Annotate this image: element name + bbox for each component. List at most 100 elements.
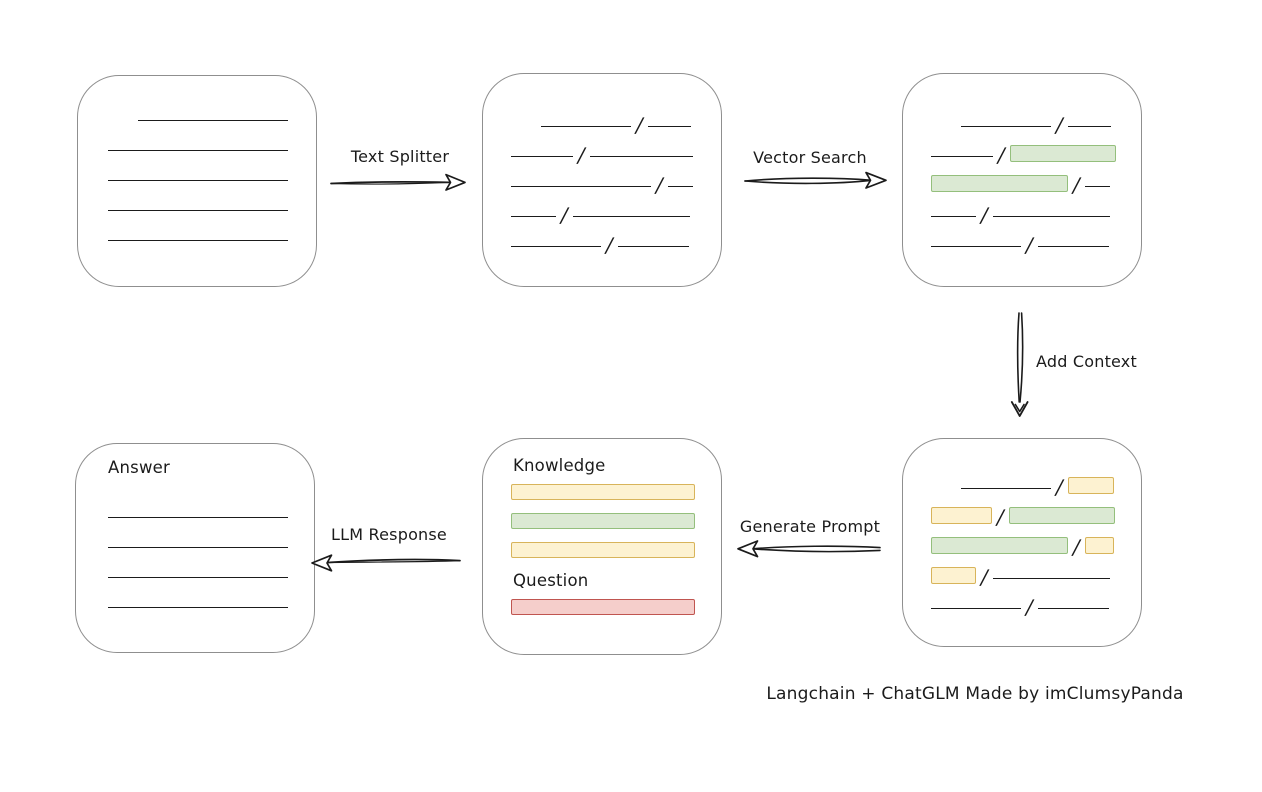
- slash-separator: /: [1053, 113, 1066, 137]
- chunk-row: [108, 97, 316, 127]
- answer-content: Answer: [76, 444, 314, 614]
- document-lines: [78, 76, 316, 247]
- generate-prompt-label: Generate Prompt: [739, 517, 881, 536]
- text-line: [108, 607, 288, 608]
- text-line: [138, 120, 288, 121]
- highlight-chip-green: [1009, 145, 1116, 162]
- text-line: [931, 216, 976, 217]
- highlight-chip-green: [931, 175, 1068, 192]
- answer-label: Answer: [108, 458, 170, 477]
- text-line: [108, 577, 288, 578]
- split-chunk-lines: /////: [483, 74, 721, 257]
- chunk-row: [108, 187, 316, 217]
- diagram-caption: Langchain + ChatGLM Made by imClumsyPand…: [766, 684, 1184, 704]
- highlight-chip-yellow: [931, 567, 976, 584]
- chunk-row: /: [511, 133, 721, 167]
- text-line: [108, 240, 288, 241]
- text-line: [931, 608, 1021, 609]
- slash-separator: /: [1053, 475, 1066, 499]
- text-line: [108, 547, 288, 548]
- slash-separator: /: [995, 143, 1008, 167]
- slash-separator: /: [603, 233, 616, 257]
- text-line: [541, 126, 631, 127]
- chunk-row: /: [511, 223, 721, 257]
- prompt-chip-red: [511, 599, 695, 615]
- chunk-row: /: [931, 495, 1141, 529]
- highlight-chip-yellow: [1084, 537, 1114, 554]
- highlight-chip-yellow: [931, 507, 992, 524]
- llm-response-label: LLM Response: [331, 525, 447, 544]
- text-line: [108, 150, 288, 151]
- chunk-row: /: [511, 103, 721, 137]
- chunk-row: [108, 554, 314, 584]
- chunk-row: /: [931, 163, 1141, 197]
- chunk-row: [108, 584, 314, 614]
- add-context-arrow: [1010, 312, 1029, 417]
- text-line: [667, 186, 693, 187]
- chunk-row: /: [511, 163, 721, 197]
- vector-search-label: Vector Search: [753, 148, 867, 167]
- chunk-row: /: [511, 193, 721, 227]
- text-line: [572, 216, 690, 217]
- context-chunk-lines: /////: [903, 439, 1141, 619]
- slash-separator: /: [1070, 535, 1083, 559]
- text-line: [589, 156, 693, 157]
- text-line: [617, 246, 689, 247]
- chunk-row: /: [931, 555, 1141, 589]
- text-line: [1084, 186, 1110, 187]
- context-chunks-box: /////: [902, 438, 1142, 647]
- text-line: [108, 517, 288, 518]
- generate-prompt-arrow: [737, 540, 881, 558]
- text-line: [1037, 608, 1109, 609]
- text-line: [647, 126, 691, 127]
- chunk-row: /: [931, 193, 1141, 227]
- slash-separator: /: [978, 565, 991, 589]
- slash-separator: /: [575, 143, 588, 167]
- vector-matches-box: /////: [902, 73, 1142, 287]
- chunk-row: /: [931, 525, 1141, 559]
- chunk-row: [108, 217, 316, 247]
- text-line: [961, 126, 1051, 127]
- text-line: [108, 180, 288, 181]
- chunk-row: [108, 157, 316, 187]
- knowledge-label: Knowledge: [513, 456, 606, 475]
- prompt-chip-yellow: [511, 542, 695, 558]
- slash-separator: /: [1023, 595, 1036, 619]
- chunk-row: [108, 524, 314, 554]
- source-document-box: [77, 75, 317, 287]
- text-line: [1037, 246, 1109, 247]
- chunk-row: [108, 127, 316, 157]
- slash-separator: /: [558, 203, 571, 227]
- text-splitter-label: Text Splitter: [350, 147, 450, 166]
- slash-separator: /: [1023, 233, 1036, 257]
- chunk-row: [108, 494, 314, 524]
- slash-separator: /: [633, 113, 646, 137]
- add-context-label: Add Context: [1036, 352, 1137, 371]
- slash-separator: /: [978, 203, 991, 227]
- text-line: [1067, 126, 1111, 127]
- answer-lines: [108, 494, 314, 614]
- prompt-chip-yellow: [511, 484, 695, 500]
- prompt-chip-green: [511, 513, 695, 529]
- text-line: [511, 156, 573, 157]
- llm-response-arrow: [311, 554, 461, 572]
- highlight-chip-green: [931, 537, 1068, 554]
- text-line: [931, 246, 1021, 247]
- text-line: [931, 156, 993, 157]
- text-line: [992, 216, 1110, 217]
- text-line: [992, 578, 1110, 579]
- vector-search-arrow: [744, 171, 887, 189]
- text-splitter-arrow: [330, 173, 466, 191]
- question-label: Question: [513, 571, 589, 590]
- chunk-row: /: [931, 585, 1141, 619]
- highlight-chip-yellow: [1067, 477, 1114, 494]
- chunk-row: /: [931, 103, 1141, 137]
- text-line: [511, 186, 651, 187]
- split-chunks-box: /////: [482, 73, 722, 287]
- chunk-row: /: [931, 223, 1141, 257]
- highlight-chip-green: [1008, 507, 1115, 524]
- chunk-row: /: [931, 465, 1141, 499]
